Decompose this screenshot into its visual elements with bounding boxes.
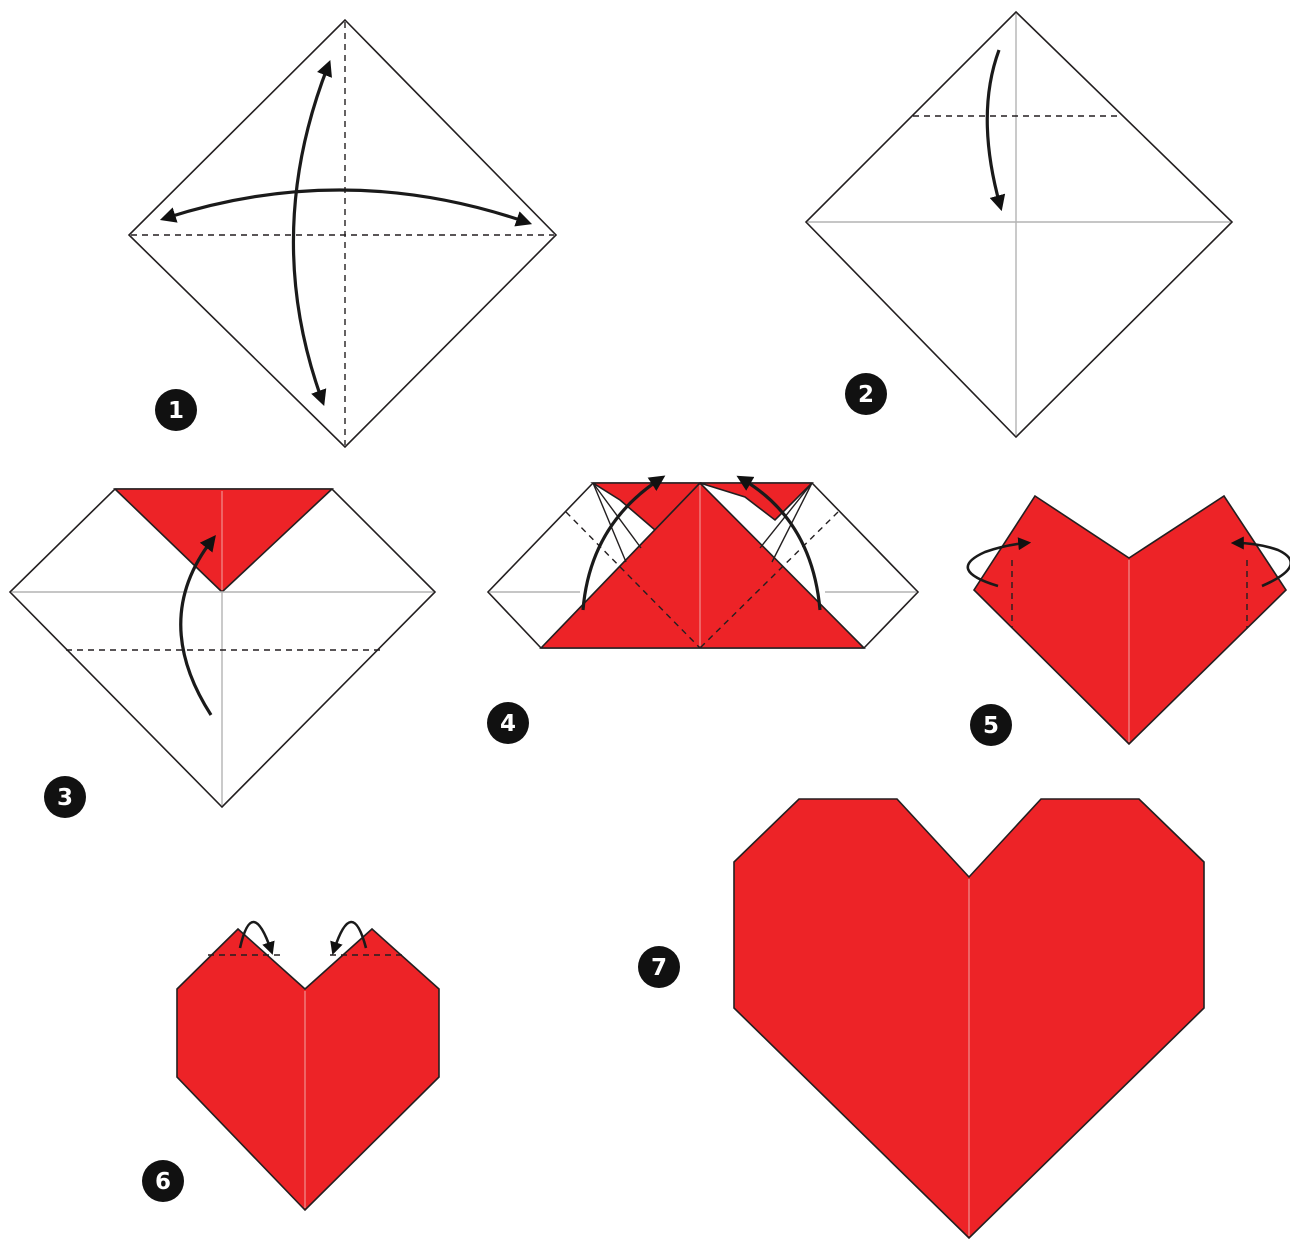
step-2-figure	[806, 12, 1232, 437]
step-number: 1	[168, 398, 184, 424]
step-6-marker: 6	[142, 1160, 184, 1202]
square-paper	[129, 20, 556, 447]
step-number: 6	[155, 1169, 171, 1195]
step-3-marker: 3	[44, 776, 86, 818]
step-number: 7	[651, 955, 667, 981]
step-7-marker: 7	[638, 946, 680, 988]
step-number: 3	[57, 785, 73, 811]
red-heart-shape	[177, 929, 439, 1210]
step-4-figure	[488, 479, 918, 648]
step-1-figure	[129, 20, 556, 447]
step-number: 4	[500, 711, 516, 737]
step-6-figure	[177, 922, 439, 1210]
step-1-marker: 1	[155, 389, 197, 431]
step-7-figure	[734, 799, 1204, 1238]
step-number: 5	[983, 713, 999, 739]
step-5-figure	[968, 496, 1290, 744]
step-4-marker: 4	[487, 702, 529, 744]
step-3-figure	[10, 489, 435, 807]
red-heart-shape	[974, 496, 1286, 744]
step-2-marker: 2	[845, 373, 887, 415]
step-5-marker: 5	[970, 704, 1012, 746]
step-number: 2	[858, 382, 874, 408]
square-paper	[806, 12, 1232, 437]
